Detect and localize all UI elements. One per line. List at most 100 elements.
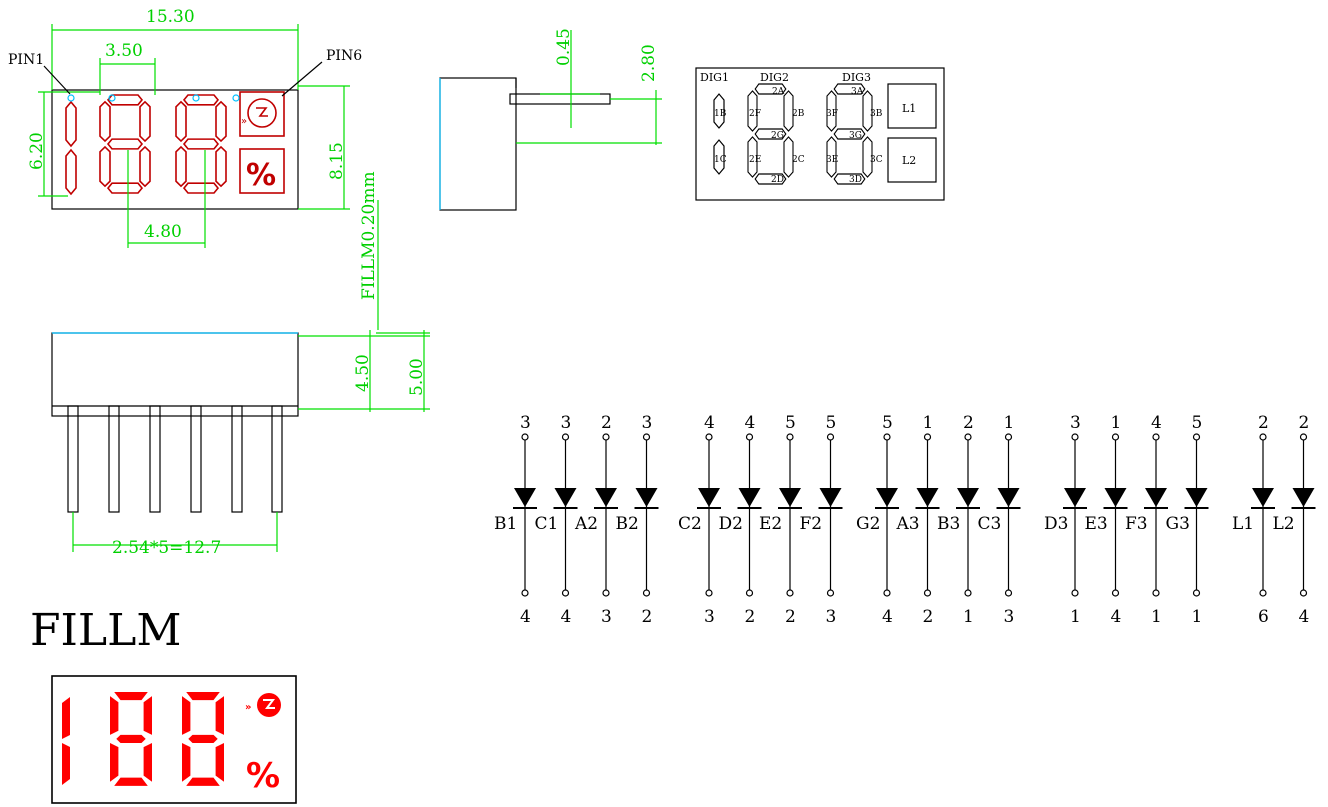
dig3-label: DIG3 — [842, 71, 871, 84]
pin-terminal — [826, 433, 835, 441]
svg-text:L2: L2 — [902, 154, 916, 167]
diode-cathode-pin: 4 — [882, 607, 893, 627]
diode-symbol — [1064, 488, 1086, 507]
circuit-diagram: 3B143C142A233B224C234D225E225F235G241A32… — [494, 413, 1316, 627]
diode-label: B2 — [616, 514, 639, 534]
product-label: FILLM — [30, 605, 181, 656]
pin-terminal — [1192, 433, 1201, 441]
pin-terminal — [1259, 589, 1267, 597]
diode-anode-pin: 1 — [1004, 413, 1015, 433]
pin-terminal — [642, 433, 651, 441]
bottom-dim-b: 5.00 — [407, 358, 427, 396]
svg-text:L1: L1 — [902, 102, 916, 115]
pitch-dim: 3.50 — [105, 41, 143, 61]
pins — [67, 405, 283, 513]
svg-text:2C: 2C — [792, 155, 805, 165]
svg-text:»: » — [245, 702, 251, 713]
diode-anode-pin: 3 — [642, 413, 653, 433]
svg-text:3C: 3C — [870, 155, 883, 165]
pin-terminal — [745, 433, 754, 441]
segment-map: DIG1 DIG2 DIG3 1B 1C 2A 2F 2B 2G 2E 2C 2… — [695, 67, 945, 201]
side-view: 0.45 2.80 — [439, 28, 662, 211]
indicator-l2-box — [239, 148, 285, 194]
diode-cathode-pin: 2 — [923, 607, 934, 627]
diode-symbol — [554, 488, 577, 507]
pin-terminal — [1299, 433, 1308, 441]
pin1-label: PIN1 — [8, 52, 44, 68]
diode-anode-pin: 2 — [1258, 413, 1269, 433]
display-body-outline — [51, 89, 299, 210]
diode-label: B3 — [937, 514, 960, 534]
pin-terminal — [705, 589, 713, 597]
diode-b3: 2B3 1 — [937, 413, 980, 627]
pin-terminal — [1004, 433, 1013, 441]
diode-symbol — [819, 488, 842, 507]
width-dim: 15.30 — [146, 7, 195, 27]
diode-label: F3 — [1125, 514, 1148, 534]
dig1-label: DIG1 — [700, 71, 729, 84]
diode-label: F2 — [800, 514, 823, 534]
diode-cathode-pin: 1 — [963, 607, 974, 627]
pin-terminal — [1071, 433, 1079, 441]
pin-terminal — [602, 433, 610, 441]
diode-cathode-pin: 3 — [826, 607, 837, 627]
diode-symbol — [779, 488, 801, 507]
pin-terminal — [561, 589, 570, 597]
diode-symbol — [514, 488, 536, 507]
diode-symbol — [1104, 488, 1127, 507]
diode-label: A2 — [574, 514, 598, 534]
diode-symbol — [595, 488, 617, 507]
diode-anode-pin: 4 — [704, 413, 715, 433]
pin-terminal — [745, 589, 754, 597]
diode-anode-pin: 5 — [882, 413, 893, 433]
svg-text:2D: 2D — [771, 175, 784, 185]
diode-symbol — [1292, 488, 1315, 507]
diode-anode-pin: 1 — [1111, 413, 1122, 433]
diode-anode-pin: 3 — [520, 413, 531, 433]
pin-terminal — [1111, 589, 1120, 597]
diode-anode-pin: 3 — [561, 413, 572, 433]
diode-anode-pin: 2 — [1299, 413, 1310, 433]
svg-text:1C: 1C — [714, 155, 727, 165]
diode-cathode-pin: 4 — [520, 607, 531, 627]
bottom-view: 4.50 5.00 2.54*5=12.7 — [51, 330, 430, 558]
lit-display-preview: » % — [51, 675, 297, 804]
diode-label: G2 — [856, 514, 880, 534]
diode-anode-pin: 2 — [963, 413, 974, 433]
preview-percent-icon: % — [246, 756, 280, 796]
diode-cathode-pin: 1 — [1151, 607, 1162, 627]
front-view: » % 15.30 3.50 6.20 8.15 4.80 PIN1 PIN6 — [8, 7, 379, 330]
pin-terminal — [964, 433, 972, 441]
diode-anode-pin: 3 — [1070, 413, 1081, 433]
bottom-dim-a: 4.50 — [353, 354, 373, 392]
pin-pitch-dim: 2.54*5=12.7 — [112, 538, 221, 558]
diode-label: C3 — [978, 514, 1002, 534]
svg-text:3E: 3E — [826, 155, 838, 165]
diode-symbol — [738, 488, 761, 507]
digit-2-segments — [99, 94, 151, 194]
diode-label: G3 — [1166, 514, 1190, 534]
height-dim: 6.20 — [27, 132, 47, 170]
pin-terminal — [1299, 589, 1308, 597]
indicator-l1-icon — [247, 98, 277, 128]
diode-cathode-pin: 3 — [704, 607, 715, 627]
diode-cathode-pin: 4 — [561, 607, 572, 627]
dig2-label: DIG2 — [760, 71, 789, 84]
pin-terminal — [1152, 589, 1160, 597]
pin-terminal — [642, 589, 651, 597]
pin-terminal — [923, 589, 932, 597]
diode-label: D2 — [719, 514, 743, 534]
digit-pitch-dim: 4.80 — [144, 222, 182, 242]
diode-symbol — [1185, 488, 1208, 507]
diode-cathode-pin: 4 — [1111, 607, 1122, 627]
diode-label: E2 — [759, 514, 782, 534]
